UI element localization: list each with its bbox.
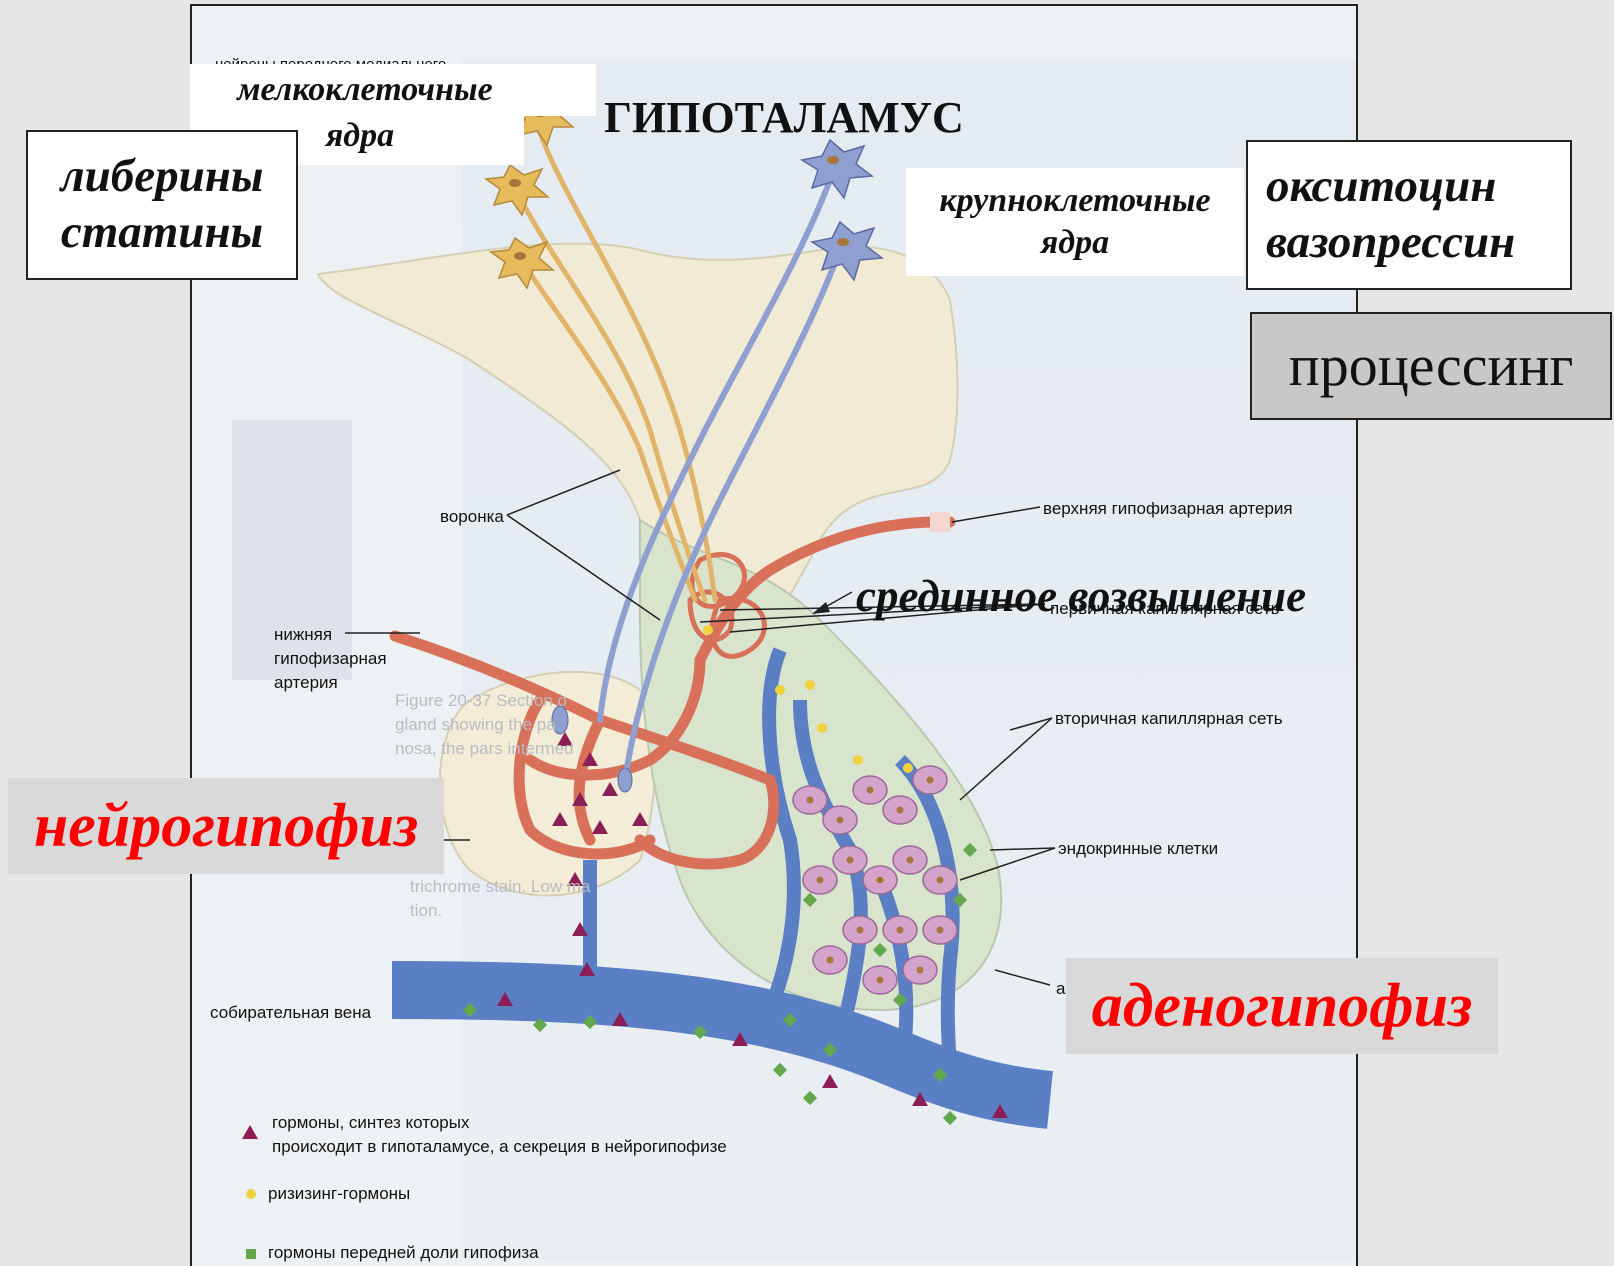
liberins-line1: либерины	[28, 148, 296, 204]
label-adeno-stub: а	[1056, 978, 1065, 1000]
legend-triangle-icon	[240, 1122, 260, 1142]
median-eminence-label: срединное возвышение	[856, 570, 1306, 622]
cell-nucleus	[917, 967, 924, 974]
label-secondary-net: вторичная капиллярная сеть	[1055, 708, 1283, 730]
cell-nucleus	[827, 957, 834, 964]
background-line-3: nosa, the pars intermed	[395, 738, 574, 760]
adenohypophysis-box: аденогипофиз	[1066, 958, 1498, 1054]
cell-nucleus	[907, 857, 914, 864]
liberins-line2: статины	[28, 204, 296, 260]
adenohypophysis-label: аденогипофиз	[1066, 958, 1498, 1054]
cell-nucleus	[937, 877, 944, 884]
neurohypophysis-label: нейрогипофиз	[8, 778, 444, 874]
large-cell-nuclei-line2: ядра	[906, 222, 1244, 264]
releasing-dot	[853, 755, 863, 765]
processing-label: процессинг	[1252, 314, 1610, 418]
cell-nucleus	[857, 927, 864, 934]
cell-nucleus	[937, 927, 944, 934]
legend-triangle-line1: гормоны, синтез которых	[272, 1112, 469, 1134]
liberins-box: либерины статины	[26, 130, 298, 280]
cell-nucleus	[837, 817, 844, 824]
cell-nucleus	[927, 777, 934, 784]
small-cell-nuclei-line2: ядра	[300, 116, 420, 156]
releasing-dot	[775, 685, 785, 695]
cell-nucleus	[807, 797, 814, 804]
label-inferior-artery-1: нижняя	[274, 624, 332, 646]
legend-circle-label: ризизинг-гормоны	[268, 1183, 410, 1205]
large-cell-label-bg: крупноклеточные ядра	[906, 168, 1244, 276]
cell-nucleus	[897, 807, 904, 814]
label-funnel: воронка	[440, 506, 504, 528]
label-superior-artery: верхняя гипофизарная артерия	[1043, 498, 1293, 520]
releasing-dot	[817, 723, 827, 733]
oxytocin-box: окситоцин вазопрессин	[1246, 140, 1572, 290]
cell-nucleus	[867, 787, 874, 794]
cell-nucleus	[897, 927, 904, 934]
legend-square-label: гормоны передней доли гипофиза	[268, 1242, 539, 1264]
background-line-5: tion.	[410, 900, 442, 922]
oxytocin-line1: окситоцин	[1266, 158, 1570, 214]
releasing-dot	[703, 625, 713, 635]
neurohypophysis-box: нейрогипофиз	[8, 778, 444, 874]
label-inferior-artery-2: гипофизарная	[274, 648, 387, 670]
large-cell-nuclei-line1: крупноклеточные	[906, 180, 1244, 222]
label-collecting-vein: собирательная вена	[210, 1002, 371, 1024]
small-cell-nuclei-line1: мелкоклеточные	[205, 70, 525, 110]
cell-nucleus	[847, 857, 854, 864]
cell-nucleus	[877, 977, 884, 984]
title: ГИПОТАЛАМУС	[604, 92, 964, 143]
legend-triangle-line2: происходит в гипоталамусе, а секреция в …	[272, 1136, 727, 1158]
releasing-dot	[805, 680, 815, 690]
background-line-2: gland showing the pa	[395, 714, 556, 736]
label-inferior-artery-3: артерия	[274, 672, 338, 694]
background-line-4: trichrome stain. Low ma	[410, 876, 590, 898]
processing-box: процессинг	[1250, 312, 1612, 420]
cell-nucleus	[877, 877, 884, 884]
background-line-1: Figure 20-37 Section o	[395, 690, 567, 712]
legend-square-icon	[244, 1247, 258, 1261]
label-endocrine-cells: эндокринные клетки	[1058, 838, 1218, 860]
releasing-dot	[903, 763, 913, 773]
legend-circle-icon	[244, 1187, 258, 1201]
cell-nucleus	[817, 877, 824, 884]
oxytocin-line2: вазопрессин	[1266, 214, 1570, 270]
artery-end	[930, 512, 950, 532]
